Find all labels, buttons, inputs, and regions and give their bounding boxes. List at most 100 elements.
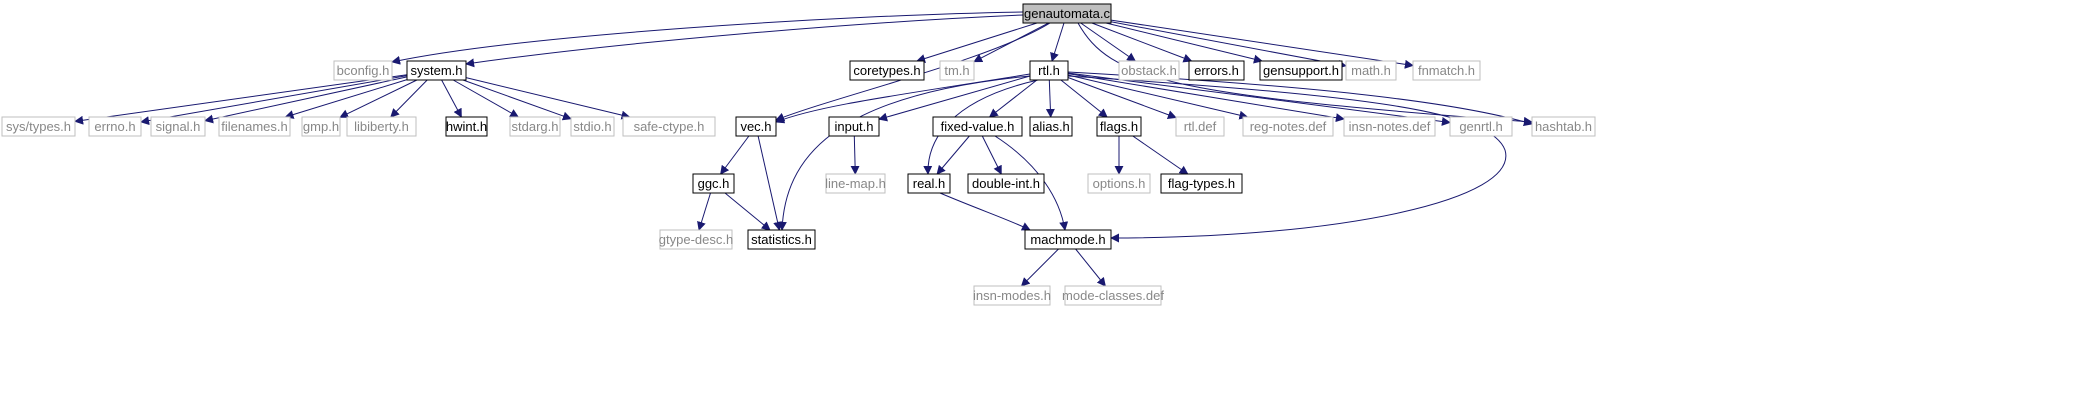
- node-hwint[interactable]: hwint.h: [445, 116, 488, 137]
- node-box: [301, 116, 341, 137]
- node-box: [939, 60, 975, 81]
- node-label: gtype-desc.h: [659, 232, 733, 247]
- node-box: [1259, 60, 1343, 81]
- node-doubleint[interactable]: double-int.h: [967, 173, 1045, 194]
- node-insnnotes[interactable]: insn-notes.def: [1343, 116, 1436, 137]
- edge-rtl-to-flags: [1060, 79, 1108, 118]
- node-box: [88, 116, 142, 137]
- edge-fixedvalue-to-doubleint: [981, 135, 1002, 175]
- node-coretypes[interactable]: coretypes.h: [849, 60, 925, 81]
- node-errno[interactable]: errno.h: [88, 116, 142, 137]
- edge-rtl-to-input: [878, 75, 1031, 122]
- node-label: system.h: [410, 63, 462, 78]
- node-insnmodes[interactable]: insn-modes.h: [973, 285, 1051, 306]
- node-gtypedesc[interactable]: gtype-desc.h: [659, 229, 733, 250]
- node-box: [973, 285, 1051, 306]
- node-ggc[interactable]: ggc.h: [692, 173, 735, 194]
- node-signal[interactable]: signal.h: [150, 116, 206, 137]
- node-linemap[interactable]: line-map.h: [825, 173, 886, 194]
- node-stdio[interactable]: stdio.h: [570, 116, 615, 137]
- node-box: [849, 60, 925, 81]
- node-label: reg-notes.def: [1250, 119, 1327, 134]
- node-label: statistics.h: [751, 232, 812, 247]
- node-fixedvalue[interactable]: fixed-value.h: [932, 116, 1023, 137]
- node-math[interactable]: math.h: [1345, 60, 1397, 81]
- node-label: insn-modes.h: [973, 288, 1051, 303]
- node-filenames[interactable]: filenames.h: [218, 116, 291, 137]
- node-errors[interactable]: errors.h: [1188, 60, 1245, 81]
- node-box: [346, 116, 417, 137]
- node-fnmatch[interactable]: fnmatch.h: [1412, 60, 1481, 81]
- node-genautomata: genautomata.c: [1022, 3, 1112, 24]
- node-rtl[interactable]: rtl.h: [1029, 60, 1069, 81]
- node-label: mode-classes.def: [1062, 288, 1164, 303]
- edge-machmode-to-insnmodes: [1020, 248, 1059, 287]
- node-box: [1412, 60, 1481, 81]
- node-box: [1345, 60, 1397, 81]
- node-tm[interactable]: tm.h: [939, 60, 975, 81]
- node-box: [150, 116, 206, 137]
- node-label: fixed-value.h: [941, 119, 1015, 134]
- edge-rtl-to-insnnotes: [1067, 73, 1345, 123]
- edge-rtl-to-alias: [1045, 79, 1055, 118]
- node-label: hashtab.h: [1535, 119, 1592, 134]
- edge-flags-to-flagtypes: [1132, 135, 1189, 175]
- node-box: [1024, 229, 1112, 250]
- node-rtldef[interactable]: rtl.def: [1175, 116, 1225, 137]
- node-options[interactable]: options.h: [1087, 173, 1151, 194]
- node-system[interactable]: system.h: [406, 60, 467, 81]
- node-label: signal.h: [156, 119, 201, 134]
- node-label: bconfig.h: [337, 63, 390, 78]
- node-genrtl[interactable]: genrtl.h: [1449, 116, 1513, 137]
- node-label: gensupport.h: [1263, 63, 1339, 78]
- node-statistics[interactable]: statistics.h: [747, 229, 816, 250]
- node-alias[interactable]: alias.h: [1029, 116, 1073, 137]
- node-box: [932, 116, 1023, 137]
- node-box: [218, 116, 291, 137]
- node-flags[interactable]: flags.h: [1096, 116, 1142, 137]
- node-safectype[interactable]: safe-ctype.h: [622, 116, 716, 137]
- node-regnotes[interactable]: reg-notes.def: [1242, 116, 1334, 137]
- node-input[interactable]: input.h: [828, 116, 880, 137]
- node-label: real.h: [913, 176, 946, 191]
- node-gmp[interactable]: gmp.h: [301, 116, 341, 137]
- node-label: alias.h: [1032, 119, 1070, 134]
- node-obstack[interactable]: obstack.h: [1118, 60, 1180, 81]
- node-label: hwint.h: [446, 119, 487, 134]
- node-box: [509, 116, 561, 137]
- node-libiberty[interactable]: libiberty.h: [346, 116, 417, 137]
- node-systypes[interactable]: sys/types.h: [1, 116, 76, 137]
- edge-system-to-gmp: [339, 79, 418, 118]
- node-bconfig[interactable]: bconfig.h: [333, 60, 393, 81]
- node-box: [1064, 285, 1162, 306]
- node-real[interactable]: real.h: [907, 173, 951, 194]
- node-machmode[interactable]: machmode.h: [1024, 229, 1112, 250]
- node-hashtab[interactable]: hashtab.h: [1531, 116, 1596, 137]
- node-flagtypes[interactable]: flag-types.h: [1160, 173, 1243, 194]
- node-box: [747, 229, 816, 250]
- edge-genautomata-to-errors: [1091, 22, 1193, 63]
- node-box: [825, 173, 886, 194]
- edge-rtl-to-regnotes: [1067, 74, 1249, 120]
- edge-real-to-machmode: [939, 192, 1031, 231]
- node-label: vec.h: [740, 119, 771, 134]
- edge-ggc-to-statistics: [724, 192, 771, 231]
- node-stdarg[interactable]: stdarg.h: [509, 116, 561, 137]
- node-label: ggc.h: [698, 176, 730, 191]
- node-box: [1175, 116, 1225, 137]
- nodes-layer: genautomata.c bconfig.h system.h coretypes.…: [1, 3, 1596, 306]
- edge-genautomata-to-bconfig: [391, 11, 1024, 65]
- edge-system-to-filenames: [284, 79, 408, 119]
- node-gensupport[interactable]: gensupport.h: [1259, 60, 1343, 81]
- node-modeclasses[interactable]: mode-classes.def: [1062, 285, 1164, 306]
- node-vec[interactable]: vec.h: [735, 116, 777, 137]
- node-box: [907, 173, 951, 194]
- node-label: gmp.h: [303, 119, 339, 134]
- edge-genautomata-to-gensupport: [1105, 22, 1263, 64]
- node-label: insn-notes.def: [1349, 119, 1431, 134]
- edge-rtl-to-statistics: [777, 75, 1031, 231]
- node-box: [1022, 3, 1112, 24]
- edge-system-to-stdarg: [452, 79, 520, 118]
- node-box: [1188, 60, 1245, 81]
- edge-system-to-hwint: [441, 79, 462, 118]
